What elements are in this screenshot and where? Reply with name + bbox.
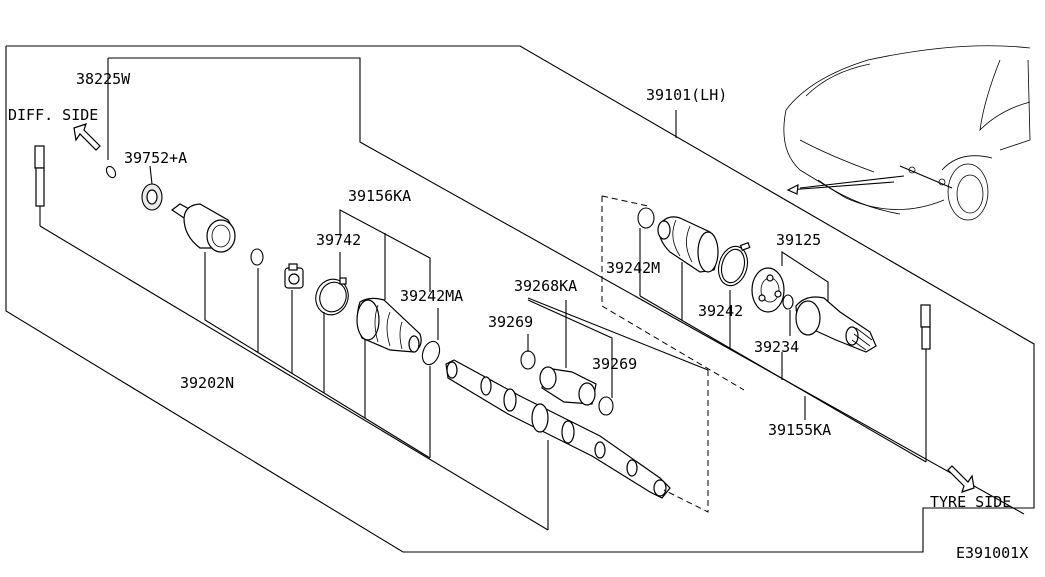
- clip-39242ma: [421, 340, 441, 366]
- leader-39125: [781, 250, 829, 306]
- band-39269-lower: [598, 396, 614, 416]
- damper-39268ka: [539, 366, 597, 406]
- leader-39269-lower: [527, 299, 613, 398]
- label-39242ma: 39242MA: [400, 287, 463, 305]
- boot-39156ka: [356, 297, 422, 353]
- outer-boot: [657, 216, 719, 273]
- diagram-frame: [5, 45, 1035, 553]
- seal-39752a: [141, 183, 163, 211]
- label-38225w: 38225W: [76, 70, 131, 88]
- label-39269-lower: 39269: [592, 355, 637, 373]
- snap-ring-39234: [782, 294, 794, 310]
- outer-group-bracket: [601, 196, 745, 391]
- tyre-side-stub-shaft: [920, 304, 931, 462]
- label-39234: 39234: [754, 338, 799, 356]
- bearing-cage-39125: [751, 267, 785, 313]
- label-39155ka: 39155KA: [768, 421, 831, 439]
- label-39269-upper: 39269: [488, 313, 533, 331]
- arrow-down-right-icon: [947, 465, 975, 493]
- diff-side-stub-shaft: [34, 145, 45, 226]
- label-39125: 39125: [776, 231, 821, 249]
- outer-group-top-dash: [601, 195, 649, 207]
- band-39269-upper: [520, 350, 536, 370]
- label-39742: 39742: [316, 231, 361, 249]
- band-39742: [315, 277, 349, 316]
- label-39156ka: 39156KA: [348, 187, 411, 205]
- baseline-39155ka: [639, 295, 927, 463]
- label-39752a: 39752+A: [124, 149, 187, 167]
- damper-group-box: [663, 370, 709, 513]
- label-39202n: 39202N: [180, 374, 234, 392]
- baseline-39202n-group: [204, 319, 431, 459]
- inner-joint-housing: [170, 203, 236, 253]
- label-tyre-side: TYRE SIDE: [930, 493, 1011, 511]
- label-39242m: 39242M: [606, 259, 660, 277]
- figure-code: E391001X: [956, 544, 1028, 562]
- outer-joint-housing: [795, 296, 877, 353]
- band-39242m: [637, 207, 655, 229]
- car-front-icon: [783, 45, 1031, 221]
- drive-shaft: [445, 359, 671, 499]
- circlip-38225w: [105, 165, 117, 179]
- damper-group-top: [527, 297, 709, 371]
- spider-assembly: [284, 263, 304, 289]
- label-39101lh: 39101(LH): [646, 86, 727, 104]
- label-39242: 39242: [698, 302, 743, 320]
- label-39268ka: 39268KA: [514, 277, 577, 295]
- baseline-diff-side: [39, 225, 549, 531]
- leader-39752a: [149, 165, 153, 185]
- label-diff-side: DIFF. SIDE: [8, 106, 98, 124]
- lh-assembly-bracket: [108, 57, 1025, 515]
- clip-39242: [717, 241, 751, 287]
- arrow-up-left-icon: [73, 123, 101, 151]
- snap-ring: [250, 248, 264, 266]
